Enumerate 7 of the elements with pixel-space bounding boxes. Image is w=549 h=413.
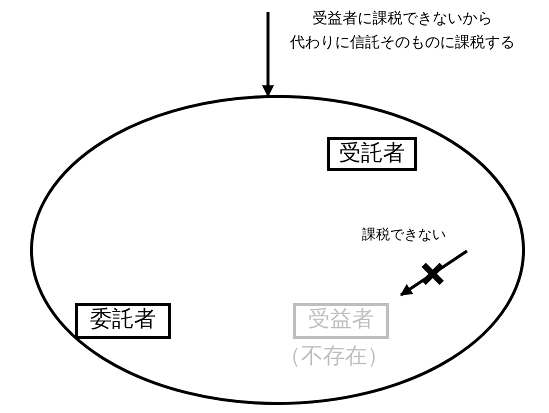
trust-ellipse <box>30 95 525 405</box>
party-box: 委託者 <box>75 303 171 339</box>
node-note: （不存在） <box>279 343 389 371</box>
party-box: 受益者 <box>293 303 389 339</box>
party-box: 受託者 <box>327 137 417 171</box>
edge-label: 課税できない <box>362 226 446 245</box>
edge-label: 受益者に課税できないから代わりに信託そのものに課税する <box>290 8 515 53</box>
